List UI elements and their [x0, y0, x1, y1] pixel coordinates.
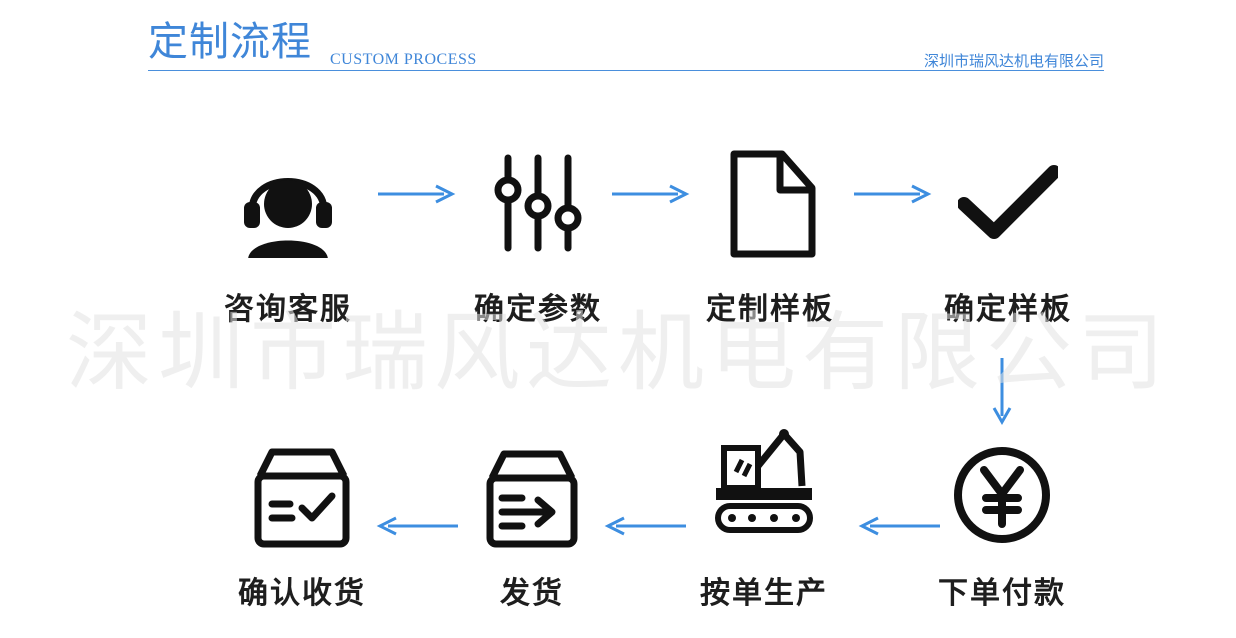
step-label: 发货 [500, 576, 564, 611]
arrow-left-icon [604, 516, 686, 536]
sliders-icon [494, 154, 582, 252]
process-diagram: 咨询客服 确定参数 定制样板 确定样板 [138, 108, 1098, 638]
checkmark-icon [958, 165, 1058, 239]
step-label: 确定参数 [474, 292, 602, 327]
arrow-left-icon [376, 516, 458, 536]
step-label: 定制样板 [706, 292, 834, 327]
step-label: 确认收货 [238, 576, 366, 611]
page-title: 定制流程 [148, 19, 312, 65]
arrow-down-icon [992, 358, 1012, 426]
arrow-left-icon [858, 516, 940, 536]
company-name: 深圳市瑞风达机电有限公司 [923, 52, 1104, 70]
page-subtitle: CUSTOM PROCESS [330, 51, 477, 68]
machinery-icon [715, 429, 813, 533]
arrow-right-icon [378, 184, 456, 204]
document-icon [730, 150, 816, 258]
yuan-coin-icon [954, 447, 1050, 543]
arrow-right-icon [854, 184, 932, 204]
step-label: 确定样板 [944, 292, 1072, 327]
step-label: 按单生产 [700, 576, 828, 611]
arrow-right-icon [612, 184, 690, 204]
shipping-box-icon [486, 450, 578, 548]
step-label: 下单付款 [938, 576, 1066, 611]
step-label: 咨询客服 [224, 292, 352, 327]
customer-service-icon [244, 178, 332, 258]
page-header: 定制流程 CUSTOM PROCESS 深圳市瑞风达机电有限公司 [148, 16, 1104, 71]
received-box-icon [254, 448, 350, 548]
